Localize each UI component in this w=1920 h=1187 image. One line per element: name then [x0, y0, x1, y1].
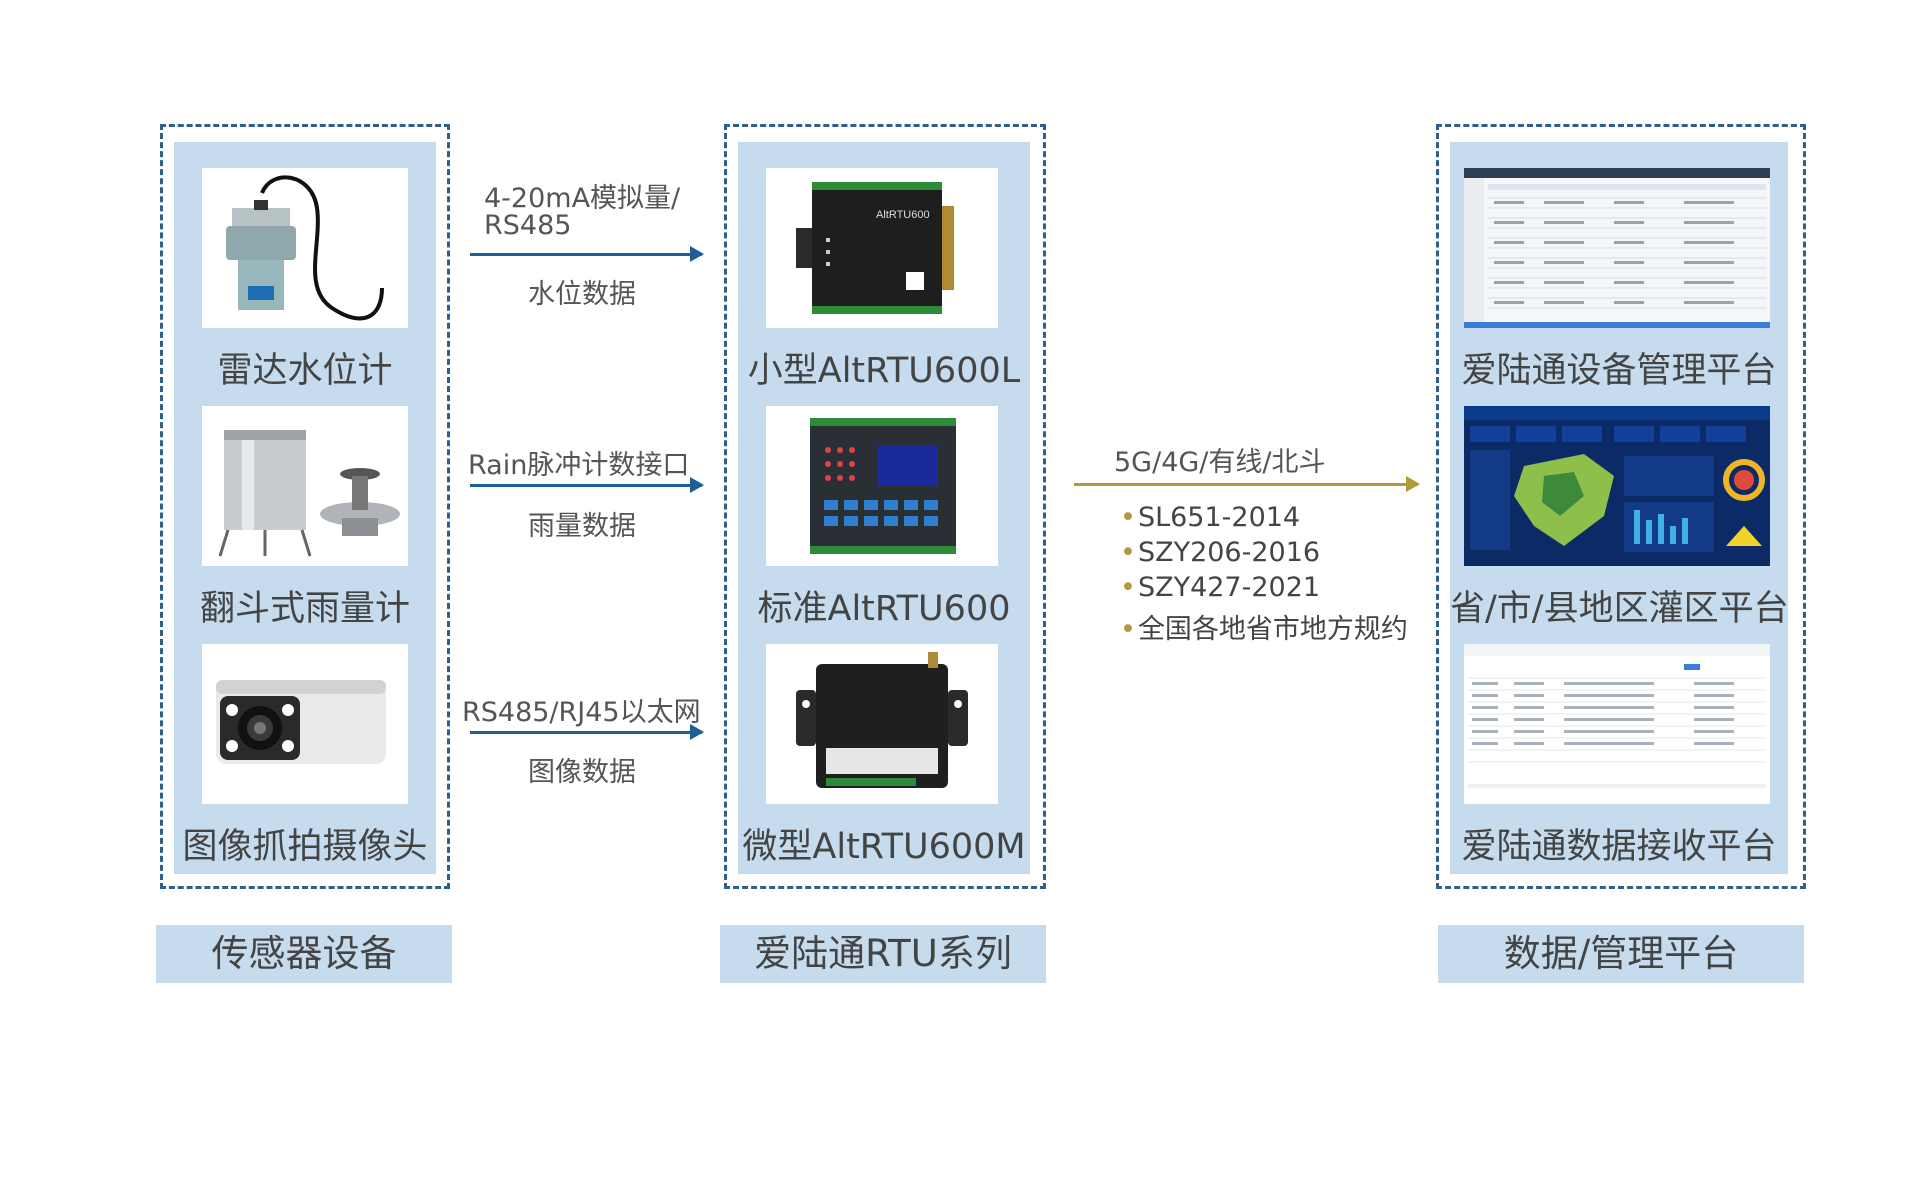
platform-card-data-receiving: [1464, 644, 1770, 804]
protocol-2: SZY206-2016: [1120, 537, 1320, 568]
link-1-interface-line1: 4-20mA模拟量/: [484, 183, 681, 214]
sensors-group-border: [160, 124, 450, 889]
sensor-card-camera: [202, 644, 408, 804]
tipping-bucket-rain-gauge-icon: [218, 430, 400, 557]
rtu-footer: 爱陆通RTU系列: [720, 925, 1046, 983]
uplink-arrow: [1074, 476, 1420, 492]
protocol-4: 全国各地省市地方规约: [1120, 607, 1408, 646]
platform-label-irrigation: 省/市/县地区灌区平台: [1450, 589, 1789, 629]
sensor-card-radar: [202, 168, 408, 328]
link-1-arrow: [470, 246, 704, 262]
rtu-label-small: 小型AltRTU600L: [747, 351, 1021, 391]
rtu-card-small: AltRTU600: [766, 168, 998, 328]
rtu-small-device-icon: AltRTU600: [796, 182, 954, 314]
snapshot-camera-icon: [216, 680, 386, 764]
platform-card-irrigation: [1464, 406, 1770, 566]
link-1-interface-line2: RS485: [484, 210, 572, 241]
sensors-footer: 传感器设备: [156, 925, 452, 983]
sensor-card-rain: [202, 406, 408, 566]
uplink-label: 5G/4G/有线/北斗: [1114, 447, 1326, 478]
link-2-arrow: [470, 477, 704, 493]
rtu-group-border: [724, 124, 1046, 889]
link-2-data-type: 雨量数据: [528, 511, 636, 542]
rtu-card-standard: [766, 406, 998, 566]
platforms-footer: 数据/管理平台: [1438, 925, 1804, 983]
link-1-data-type: 水位数据: [528, 279, 636, 310]
link-3-arrow: [470, 724, 704, 740]
platform-card-device-mgmt: [1464, 168, 1770, 328]
link-3-data-type: 图像数据: [528, 757, 636, 788]
svg-text:AltRTU600: AltRTU600: [876, 209, 930, 221]
rtu-card-micro: [766, 644, 998, 804]
irrigation-dashboard-screenshot-icon: [1464, 406, 1770, 566]
platform-label-data-receiving: 爱陆通数据接收平台: [1461, 827, 1777, 867]
sensor-label-rain: 翻斗式雨量计: [199, 589, 410, 629]
protocol-1: SL651-2014: [1120, 502, 1300, 533]
rtu-micro-device-icon: [796, 652, 968, 788]
device-management-screenshot-icon: [1464, 168, 1770, 328]
sensor-label-camera: 图像抓拍摄像头: [182, 827, 428, 867]
radar-level-sensor-icon: [226, 175, 384, 321]
platforms-group-border: [1436, 124, 1806, 889]
link-2-interface: Rain脉冲计数接口: [468, 450, 690, 481]
sensor-label-radar: 雷达水位计: [217, 351, 393, 391]
rtu-label-standard: 标准AltRTU600: [757, 589, 1011, 629]
protocol-3: SZY427-2021: [1120, 572, 1320, 603]
link-3-interface: RS485/RJ45以太网: [462, 697, 701, 728]
rtu-label-micro: 微型AltRTU600M: [742, 827, 1026, 867]
platform-label-device-mgmt: 爱陆通设备管理平台: [1461, 351, 1777, 391]
data-receiving-screenshot-icon: [1464, 644, 1770, 804]
rtu-standard-device-icon: [810, 418, 956, 554]
